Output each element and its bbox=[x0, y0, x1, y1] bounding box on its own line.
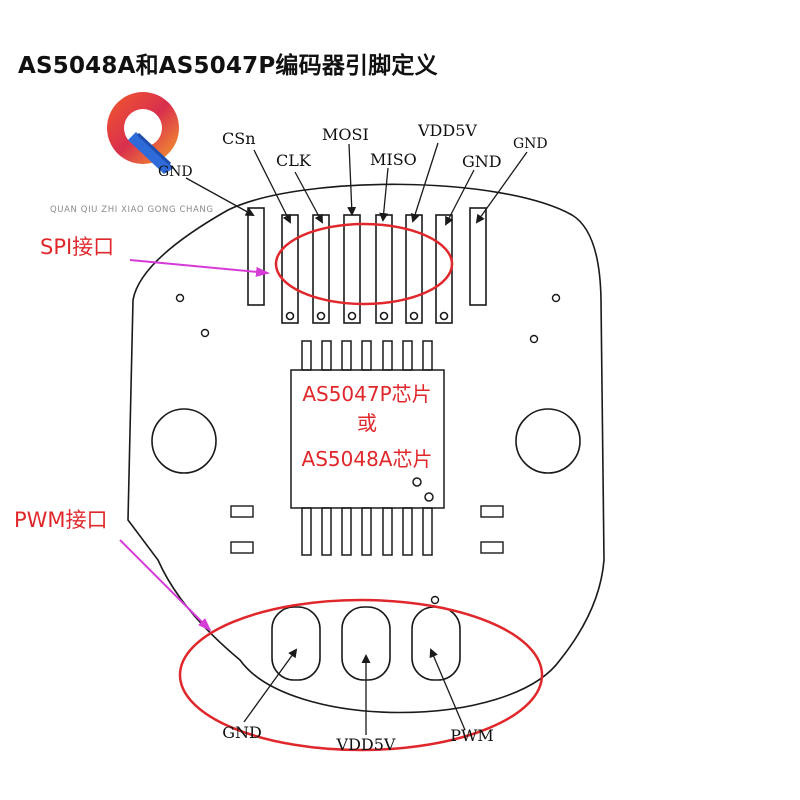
chip bbox=[290, 340, 445, 556]
chip-label-line2: 或 bbox=[357, 411, 377, 435]
chip-top-leads bbox=[301, 340, 433, 371]
chip-label-line3: AS5048A芯片 bbox=[302, 447, 433, 471]
pwm-pad-1 bbox=[271, 606, 321, 681]
spi-pad-5 bbox=[375, 214, 393, 324]
q-logo-icon bbox=[100, 88, 186, 174]
spi-interface-label: SPI接口 bbox=[40, 235, 114, 259]
chip-bottom-leads bbox=[301, 507, 433, 556]
mounting-hole-right bbox=[515, 408, 581, 474]
pwm-pin-label: VDD5V bbox=[336, 735, 396, 754]
watermark-text: QUAN QIU ZHI XIAO GONG CHANG bbox=[50, 205, 214, 215]
spi-pin-label: CSn bbox=[222, 129, 256, 148]
board-vias bbox=[175, 293, 561, 605]
spi-pad-7 bbox=[435, 214, 453, 324]
pin-leader-lines bbox=[185, 142, 528, 735]
mounting-hole-left bbox=[151, 408, 217, 474]
spi-pin-label: GND bbox=[462, 152, 502, 171]
spi-pad-1 bbox=[247, 207, 265, 306]
spi-pin-label: MOSI bbox=[322, 125, 369, 144]
spi-pin-label: GND bbox=[158, 164, 193, 180]
interface-arrows bbox=[119, 259, 270, 632]
pwm-highlight-ellipse bbox=[178, 598, 544, 752]
pwm-pin-label: PWM bbox=[450, 726, 494, 745]
spi-pin-label: GND bbox=[513, 136, 548, 152]
spi-pin-label: CLK bbox=[276, 151, 312, 170]
spi-pin-label: VDD5V bbox=[417, 121, 477, 140]
pwm-interface-label: PWM接口 bbox=[14, 508, 108, 532]
board-outline bbox=[127, 183, 605, 714]
spi-pad-4 bbox=[343, 214, 361, 324]
spi-pad-8 bbox=[469, 207, 487, 306]
pwm-pin-label: GND bbox=[222, 723, 262, 742]
spi-pin-label: MISO bbox=[370, 150, 417, 169]
page-title: AS5048A和AS5047P编码器引脚定义 bbox=[18, 53, 438, 79]
pwm-pad-3 bbox=[411, 606, 461, 681]
smd-pads bbox=[230, 505, 504, 554]
spi-pad-2 bbox=[281, 214, 299, 324]
chip-label-line1: AS5047P芯片 bbox=[302, 382, 431, 406]
spi-highlight-ellipse bbox=[274, 222, 454, 306]
